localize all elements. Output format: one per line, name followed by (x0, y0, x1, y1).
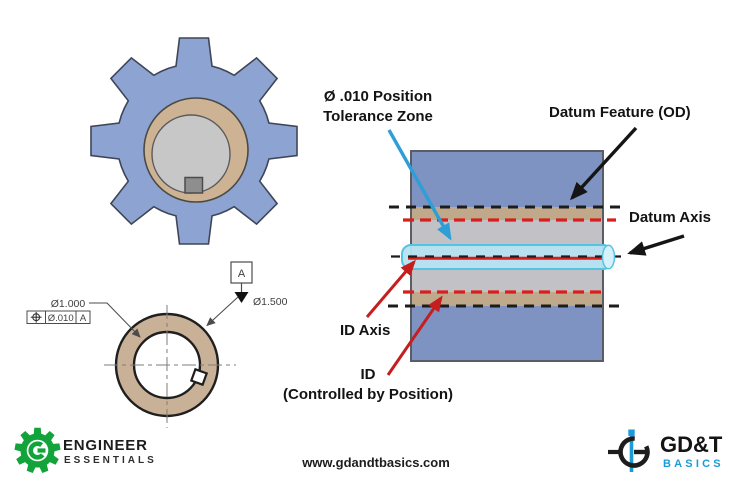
id-axis-arrow (365, 259, 416, 318)
id-label: ID (Controlled by Position) (268, 365, 468, 405)
website-url: www.gdandtbasics.com (302, 455, 450, 470)
datum-feature-arrow (569, 126, 638, 201)
id-diameter-callout: Ø1.000 (51, 298, 86, 310)
engineer-logo-text: ENGINEER (63, 437, 148, 454)
section-bore-wall-top (411, 207, 603, 220)
tolerance-zone-arrow (387, 129, 452, 241)
id-label-line2: (Controlled by Position) (283, 386, 453, 403)
section-bore-wall-bottom (411, 292, 603, 306)
datum-triangle-icon (234, 292, 249, 303)
side-section-view (388, 150, 624, 362)
fcf-datum: A (80, 313, 87, 324)
target-top-cap (628, 429, 635, 436)
position-symbol-icon (30, 311, 42, 323)
gdt-basics-target-icon (608, 429, 650, 472)
keyway-notch (189, 367, 209, 387)
basics-logo-text: BASICS (663, 458, 724, 470)
datum-flag-letter: A (238, 268, 246, 280)
tolerance-zone-label-line2: Tolerance Zone (323, 108, 433, 125)
datum-axis-arrow (627, 234, 685, 256)
datum-flag: A Ø1.500 (206, 261, 288, 327)
datum-axis-label: Datum Axis (629, 209, 711, 226)
od-diameter-callout: Ø1.500 (253, 296, 288, 308)
datum-feature-label: Datum Feature (OD) (549, 104, 691, 121)
id-axis-label: ID Axis (340, 322, 391, 339)
gear-key (184, 176, 204, 194)
id-label-line1: ID (360, 366, 376, 383)
gdt-logo-text: GD&T (660, 432, 723, 457)
feature-control-frame: Ø.010 A (26, 310, 91, 324)
id-arrow (386, 295, 443, 376)
od-dim-leader (206, 296, 239, 327)
cross-section-drawing: Ø1.000 Ø.010 A A Ø1.500 (26, 261, 288, 428)
cylinder-end-cap (601, 244, 616, 270)
tolerance-zone-label-line1: Ø .010 Position (323, 88, 433, 105)
gear-front-view (90, 37, 298, 245)
essentials-logo-text: ESSENTIALS (64, 455, 157, 466)
engineer-essentials-gear-icon (14, 427, 61, 473)
fcf-tolerance: Ø.010 (48, 313, 74, 324)
annotation-arrows (365, 126, 685, 376)
id-dim-leader (89, 302, 141, 338)
tolerance-zone-label: Ø .010 Position Tolerance Zone (303, 87, 453, 127)
logo-e-arc (28, 441, 47, 460)
target-circle (618, 436, 650, 468)
